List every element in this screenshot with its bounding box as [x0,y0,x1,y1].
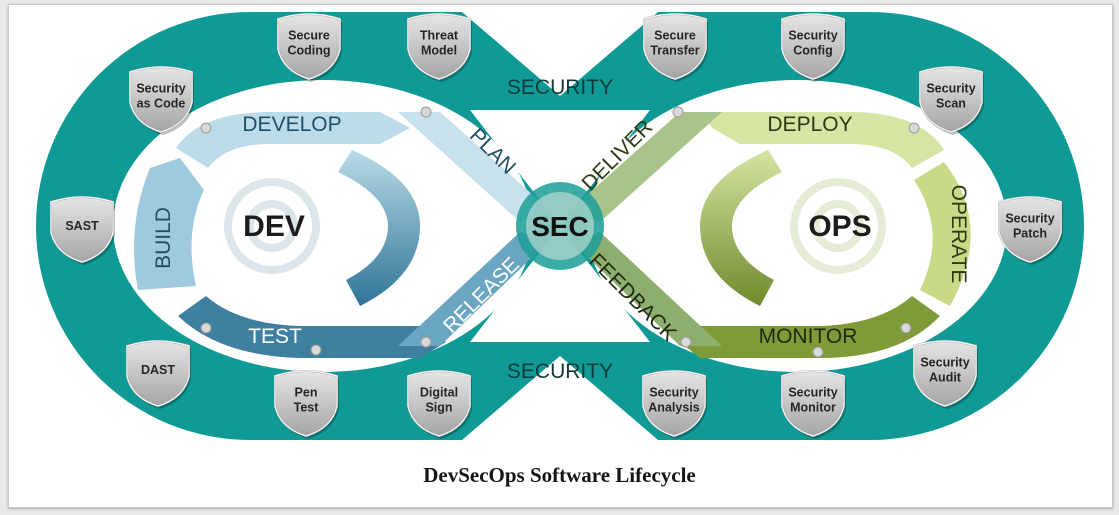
badge-label: Security [788,29,837,43]
operate-arrow [914,162,971,306]
badge-label: Monitor [790,401,836,415]
deploy-arrow [700,112,944,168]
connector-dots [200,106,920,358]
deliver-arrow [568,112,722,222]
badge-label: Coding [287,44,330,58]
build-arrow [134,158,204,290]
stage-monitor: MONITOR [759,325,858,348]
dev-gear-icon [224,178,320,274]
test-arrow [178,296,446,358]
stage-develop: DEVELOP [242,113,341,136]
badge-dast: DAST [126,340,191,409]
badge-label: Transfer [650,44,699,58]
dev-label: DEV [243,210,305,243]
badge-label: Analysis [648,401,699,415]
badge-label: Digital [420,386,458,400]
badge-label: Audit [929,371,962,385]
badge-label: Model [421,44,457,58]
stage-operate: OPERATE [947,185,970,284]
stage-test: TEST [248,325,302,348]
badge-label: Config [793,44,833,58]
monitor-arrow [680,296,940,358]
ops-label: OPS [808,210,871,243]
dev-inner-arc [338,150,420,306]
badge-sast: SAST [50,196,115,265]
ring-label-top: SECURITY [507,76,613,99]
badge-label: Secure [288,29,330,43]
security-badges: SecureCodingThreatModelSecureTransferSec… [50,13,1063,439]
top-notch [462,12,658,96]
ops-gear-icon [790,178,886,274]
badge-label: Pen [295,386,318,400]
ring-label-bottom: SECURITY [507,360,613,383]
bottom-notch [462,356,658,440]
develop-arrow [176,112,410,168]
badge-label: SAST [65,219,99,233]
badge-label: Secure [654,29,696,43]
badge-label: Security [788,386,837,400]
release-arrow [398,232,548,346]
badge-label: Test [294,401,320,415]
badge-label: Security [649,386,698,400]
badge-label: Threat [420,29,459,43]
stage-deploy: DEPLOY [767,113,852,136]
diagram-caption: DevSecOps Software Lifecycle [423,463,696,487]
badge-label: Security [136,82,185,96]
feedback-arrow [572,232,722,346]
ops-inner-arc [700,150,782,306]
plan-arrow [398,112,552,222]
badge-label: Sign [425,401,452,415]
badge-label: Security [926,82,975,96]
badge-label: Security [920,356,969,370]
badge-label: DAST [141,363,175,377]
stage-build: BUILD [152,207,175,269]
badge-label: Patch [1013,227,1047,241]
badge-label: as Code [137,97,186,111]
badge-label: Security [1005,212,1054,226]
badge-label: Scan [936,97,966,111]
sec-label: SEC [531,211,589,242]
